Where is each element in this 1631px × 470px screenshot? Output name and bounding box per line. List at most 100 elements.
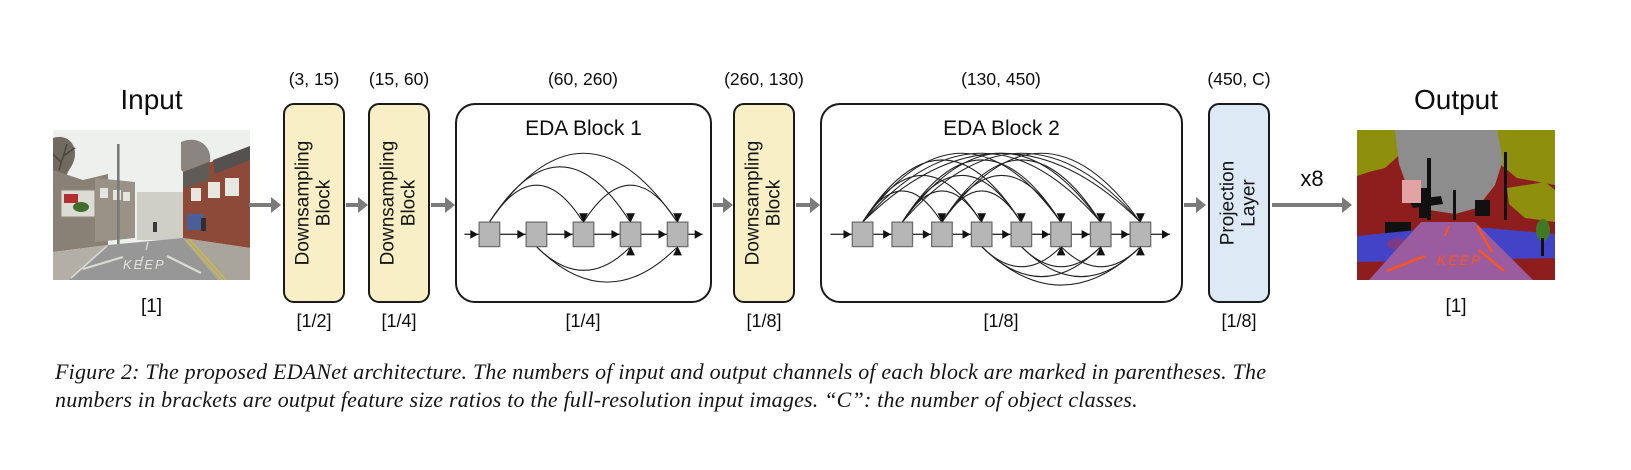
dense-skip-connection bbox=[1020, 246, 1140, 278]
seg-sign-pink bbox=[1402, 180, 1421, 203]
building-mid-left bbox=[95, 178, 135, 242]
skip-arrowhead-down bbox=[1136, 213, 1145, 223]
road-text-keep: KEEP bbox=[123, 257, 166, 272]
flow-arrow-2 bbox=[346, 197, 368, 213]
dense-skip-connection bbox=[901, 152, 1101, 223]
ratio-label-eda1: [1/4] bbox=[565, 311, 601, 331]
x8-upsample-label: x8 bbox=[1300, 166, 1324, 191]
flow-arrow-x8 bbox=[1272, 197, 1352, 213]
seg-bush-green bbox=[1536, 219, 1550, 241]
ratio-label-proj: [1/8] bbox=[1221, 311, 1257, 331]
shopfront-blue bbox=[187, 214, 203, 230]
seg-vegetation-midright bbox=[1507, 182, 1555, 222]
channels-label-ds2: (15, 60) bbox=[368, 69, 430, 89]
downsampling-block-2-label: Downsampling Block bbox=[377, 140, 420, 266]
skip-arrowhead-down bbox=[937, 213, 947, 223]
eda-module-unit bbox=[1089, 221, 1112, 248]
eda-module-unit bbox=[891, 221, 914, 248]
skip-arrowhead-up bbox=[1096, 246, 1106, 256]
eda-module-unit bbox=[1050, 221, 1072, 248]
skip-arrowhead-up bbox=[1136, 246, 1145, 256]
eda-block-1-dense-connections bbox=[464, 152, 703, 283]
seg-dark-vehicle bbox=[1475, 200, 1490, 216]
seg-vegetation-topright bbox=[1485, 130, 1555, 185]
seg-road-markings bbox=[1386, 225, 1505, 273]
eda-block-2-dense-connections bbox=[830, 152, 1170, 286]
skip-arrowhead-down bbox=[1096, 213, 1106, 223]
flow-arrow-1 bbox=[249, 197, 281, 213]
eda-module-unit bbox=[619, 221, 642, 248]
skip-arrowhead-down bbox=[626, 213, 635, 223]
flow-arrow-4 bbox=[713, 197, 733, 213]
pedestrian bbox=[201, 218, 206, 231]
eda-module-unit bbox=[525, 221, 548, 248]
seg-pole-left bbox=[1427, 158, 1431, 220]
sidewalk-left bbox=[53, 245, 108, 280]
channels-label-eda2: (130, 450) bbox=[961, 69, 1041, 89]
billboard-red bbox=[64, 194, 78, 203]
flow-arrowhead bbox=[517, 229, 526, 239]
dense-skip-connection bbox=[488, 152, 678, 223]
white-road-marks bbox=[82, 255, 202, 274]
center-dashes bbox=[139, 241, 149, 267]
eda-module-unit bbox=[970, 221, 993, 248]
ratio-label-ds1: [1/2] bbox=[296, 311, 332, 331]
flow-arrowhead bbox=[694, 229, 703, 239]
eda-module-unit bbox=[1010, 221, 1033, 248]
caption-line-2: numbers in brackets are output feature s… bbox=[55, 387, 1138, 412]
dense-skip-connection bbox=[536, 246, 677, 283]
channels-label-eda1: (60, 260) bbox=[547, 69, 619, 89]
eda-block-2-title: EDA Block 2 bbox=[943, 117, 1060, 140]
window bbox=[191, 188, 201, 201]
dense-skip-connection bbox=[1060, 246, 1140, 268]
seg-pole-center bbox=[1453, 190, 1456, 220]
figure-caption: Figure 2: The proposed EDANet architectu… bbox=[55, 358, 1535, 414]
eda-module-unit bbox=[931, 221, 953, 248]
street-pole bbox=[117, 144, 120, 244]
flow-arrowhead bbox=[883, 229, 892, 239]
skip-arrowhead-down bbox=[673, 213, 682, 223]
roof-far-right bbox=[213, 146, 250, 174]
flow-arrowhead bbox=[470, 229, 479, 239]
flow-arrow-5 bbox=[796, 197, 820, 213]
skip-arrowhead-down bbox=[1056, 213, 1066, 223]
channels-label-ds1: (3, 15) bbox=[288, 69, 340, 89]
flow-arrowhead bbox=[611, 229, 620, 239]
seg-road-marking-dash bbox=[1444, 225, 1450, 237]
skip-arrowhead-up bbox=[626, 246, 635, 256]
dense-skip-connection bbox=[901, 152, 1140, 223]
flow-arrowhead bbox=[922, 229, 931, 239]
billboard bbox=[60, 189, 96, 218]
eda-block-1: EDA Block 1 bbox=[455, 103, 712, 303]
flow-arrowhead bbox=[1121, 229, 1130, 239]
eda-module-unit bbox=[666, 221, 689, 248]
input-street-photo: KEEP bbox=[53, 130, 250, 280]
distant-haze bbox=[137, 192, 183, 240]
flow-arrow-3 bbox=[431, 197, 455, 213]
channels-label-ds3: (260, 130) bbox=[724, 69, 804, 89]
dense-skip-connection bbox=[536, 246, 630, 271]
dense-skip-connection bbox=[862, 152, 1101, 223]
dense-skip-connection bbox=[941, 159, 1101, 223]
yellow-curb-lines bbox=[185, 238, 227, 280]
downsampling-block-3: Downsampling Block bbox=[733, 103, 795, 303]
downsampling-block-2: Downsampling Block bbox=[368, 103, 430, 303]
skip-arrowhead-down bbox=[977, 213, 987, 223]
caption-line-1: Figure 2: The proposed EDANet architectu… bbox=[55, 359, 1267, 384]
dense-skip-connection bbox=[901, 159, 1061, 223]
flow-arrow-6 bbox=[1184, 197, 1206, 213]
tree-branches-left bbox=[53, 143, 76, 171]
dense-skip-connection bbox=[583, 184, 678, 223]
output-ref: [1] bbox=[1445, 296, 1467, 317]
downsampling-block-3-label: Downsampling Block bbox=[742, 140, 785, 266]
flow-arrowhead bbox=[962, 229, 971, 239]
eda-block-2: EDA Block 2 bbox=[820, 103, 1183, 303]
skip-arrowhead-up bbox=[673, 246, 682, 256]
flow-arrowhead bbox=[1081, 229, 1090, 239]
window bbox=[100, 188, 108, 198]
output-segmentation-image: KEEP bbox=[1357, 130, 1555, 280]
projection-layer-block: Projection Layer bbox=[1208, 103, 1270, 303]
downsampling-block-1-label: Downsampling Block bbox=[292, 140, 335, 266]
ratio-label-ds2: [1/4] bbox=[381, 311, 417, 331]
